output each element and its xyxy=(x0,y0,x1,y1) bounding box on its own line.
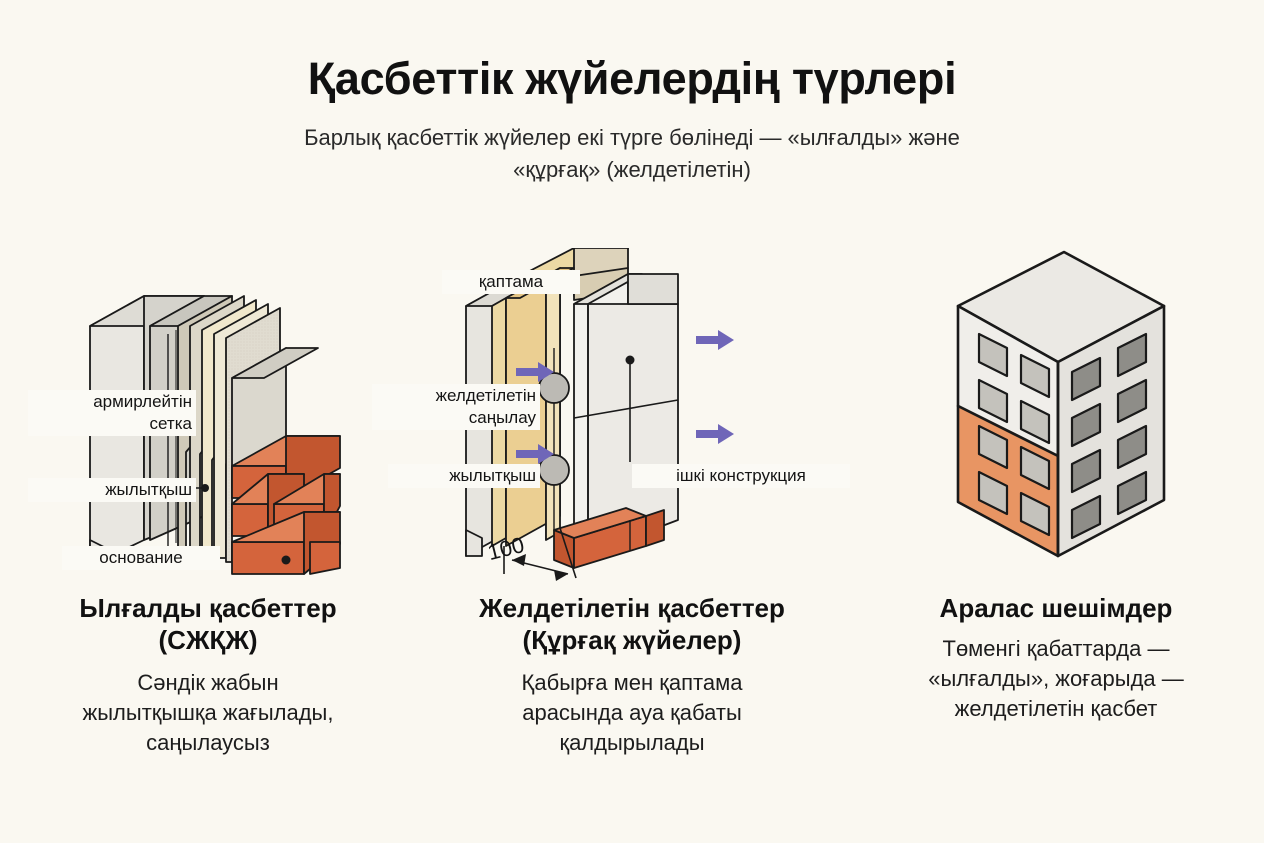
column-2-body-line-3: қалдырылады xyxy=(559,730,705,756)
column-3-body: Төменгі қабаттарда — «ылғалды», жоғарыда… xyxy=(862,634,1250,724)
callout-base: основание xyxy=(62,546,220,570)
column-1-heading-line-1: Ылғалды қасбеттер xyxy=(79,593,337,623)
column-2-heading-line-1: Желдетілетін қасбеттер xyxy=(479,593,785,623)
column-2-heading-line-2: (Құрғақ жүйелер) xyxy=(522,625,742,656)
column-mixed-solutions: Аралас шешімдер Төменгі қабаттарда — «ыл… xyxy=(848,592,1264,832)
callout-vent-gap: желдетілетін саңылау xyxy=(372,384,540,430)
column-1-body-line-1: Сәндік жабын xyxy=(137,670,279,696)
column-1-heading: Ылғалды қасбеттер (СЖҚЖ) xyxy=(14,592,402,656)
airflow-arrow-group xyxy=(516,330,734,464)
column-2-body-line-1: Қабырға мен қаптама xyxy=(521,670,743,696)
callout-vent-insulation-label: жылытқыш xyxy=(449,466,536,485)
column-1-body-line-2: жылытқышқа жағылады, xyxy=(82,700,334,726)
dimension-value: 100 xyxy=(485,531,527,566)
description-columns: Ылғалды қасбеттер (СЖҚЖ) Сәндік жабын жы… xyxy=(0,592,1264,832)
column-2-heading: Желдетілетін қасбеттер (Құрғақ жүйелер) xyxy=(430,592,834,656)
column-2-body: Қабырға мен қаптама арасында ауа қабаты … xyxy=(430,668,834,758)
callout-vent-insulation: жылытқыш xyxy=(388,464,540,488)
callout-cladding-label: қаптама xyxy=(478,272,544,291)
callout-inner-structure-label: ішкі конструкция xyxy=(676,466,806,485)
column-3-body-line-1: Төменгі қабаттарда — xyxy=(942,636,1170,662)
column-3-body-line-2: «ылғалды», жоғарыда — xyxy=(928,666,1184,692)
column-wet-facades: Ылғалды қасбеттер (СЖҚЖ) Сәндік жабын жы… xyxy=(0,592,416,832)
callout-gap-line-2: саңылау xyxy=(468,407,536,427)
callout-base-label: основание xyxy=(99,548,183,567)
callout-mesh-line-2: сетка xyxy=(149,413,192,433)
column-3-heading-line-1: Аралас шешімдер xyxy=(939,593,1173,623)
callout-reinforcing-mesh: армирлейтін сетка xyxy=(28,390,196,436)
callout-insulation: жылытқыш xyxy=(28,478,196,502)
header: Қасбеттік жүйелердің түрлері Барлық қасб… xyxy=(0,53,1264,186)
column-3-body-line-3: желдетілетін қасбет xyxy=(954,696,1158,722)
mixed-building-illustration xyxy=(956,250,1166,558)
callout-inner-structure: ішкі конструкция xyxy=(632,464,850,488)
callout-gap-line-1: желдетілетін xyxy=(435,386,536,405)
callout-mesh-line-1: армирлейтін xyxy=(93,392,192,411)
column-3-heading: Аралас шешімдер xyxy=(862,592,1250,624)
diagram-row: армирлейтін сетка жылытқыш основание xyxy=(0,248,1264,588)
subtitle-line-2: «құрғақ» (желдетілетін) xyxy=(513,157,751,183)
column-1-heading-line-2: (СЖҚЖ) xyxy=(158,625,258,656)
mixed-solution-diagram xyxy=(868,248,1248,588)
page-title: Қасбеттік жүйелердің түрлері xyxy=(307,53,957,104)
callout-cladding: қаптама xyxy=(442,270,580,294)
column-ventilated-facades: Желдетілетін қасбеттер (Құрғақ жүйелер) … xyxy=(416,592,848,832)
subtitle-line-1: Барлық қасбеттік жүйелер екі түрге бөлін… xyxy=(304,125,960,151)
callout-insulation-label: жылытқыш xyxy=(105,480,192,499)
ventilated-facade-diagram: қаптама желдетілетін саңылау жылытқыш іш… xyxy=(372,248,850,588)
page-subtitle: Барлық қасбеттік жүйелер екі түрге бөлін… xyxy=(222,122,1042,186)
column-2-body-line-2: арасында ауа қабаты xyxy=(522,700,742,726)
column-1-body: Сәндік жабын жылытқышқа жағылады, саңыла… xyxy=(14,668,402,758)
column-1-body-line-3: саңылаусыз xyxy=(146,730,270,756)
wet-facade-diagram: армирлейтін сетка жылытқыш основание xyxy=(18,248,418,588)
